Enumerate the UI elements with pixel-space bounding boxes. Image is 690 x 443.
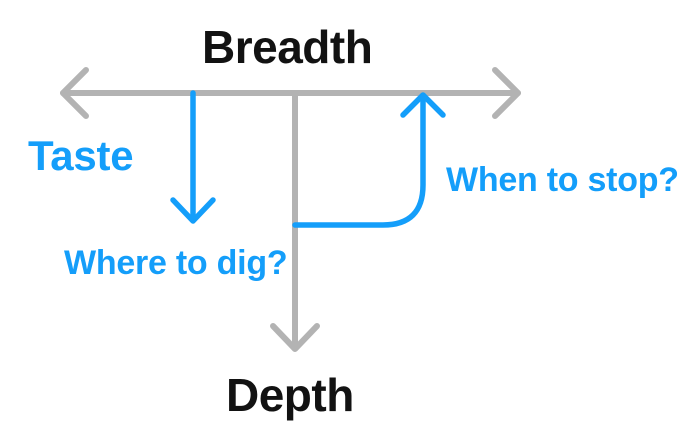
when-to-stop-arrow bbox=[292, 92, 446, 228]
stop-arrow-curve bbox=[292, 96, 426, 228]
where-to-dig-label: Where to dig? bbox=[64, 244, 288, 282]
dig-arrowhead-icon bbox=[170, 197, 216, 224]
breadth-axis-label: Breadth bbox=[202, 21, 373, 73]
down-arrowhead-icon bbox=[270, 323, 320, 352]
when-to-stop-label: When to stop? bbox=[446, 161, 679, 199]
taste-label: Taste bbox=[28, 132, 134, 179]
left-arrowhead-icon bbox=[60, 67, 89, 119]
breadth-axis-arrow bbox=[60, 67, 521, 119]
depth-axis-label: Depth bbox=[226, 369, 354, 421]
right-arrowhead-icon bbox=[492, 67, 521, 119]
depth-axis-arrow bbox=[270, 90, 320, 352]
stop-arrowhead-icon bbox=[400, 92, 446, 118]
where-to-dig-arrow bbox=[170, 90, 216, 224]
